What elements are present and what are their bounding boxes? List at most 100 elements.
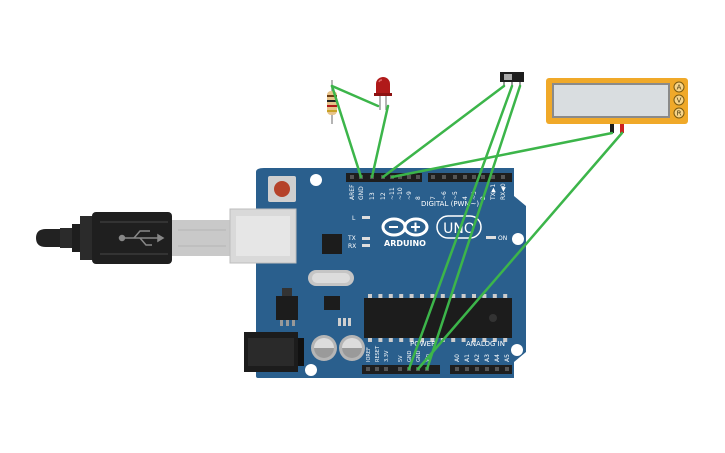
- analog-pin[interactable]: [485, 367, 489, 371]
- multimeter[interactable]: AVR: [546, 78, 688, 133]
- wire[interactable]: [330, 84, 380, 108]
- digital-pin[interactable]: [472, 175, 476, 179]
- wire[interactable]: [381, 84, 506, 179]
- chip-leg: [399, 294, 404, 298]
- probe-black[interactable]: [610, 124, 614, 133]
- led-on: [486, 236, 496, 239]
- multimeter-mode-r-button[interactable]: R: [673, 107, 685, 119]
- wire[interactable]: [390, 131, 614, 179]
- analog-pin-label: A0: [454, 354, 461, 362]
- chip-leg: [472, 338, 476, 342]
- chip-leg: [409, 294, 414, 298]
- mount-hole: [305, 364, 317, 376]
- digital-pin-label: ~6: [441, 191, 448, 200]
- usb-cable[interactable]: [36, 212, 230, 264]
- analog-pin[interactable]: [505, 367, 509, 371]
- led-tx: [362, 237, 370, 240]
- digital-pin-label: RX◀0: [500, 183, 507, 200]
- analog-pin-label: A1: [464, 354, 471, 362]
- led-rx-label: RX: [348, 243, 356, 250]
- chip-leg: [482, 294, 487, 298]
- digital-header-right: [428, 173, 512, 182]
- digital-pin[interactable]: [407, 175, 411, 179]
- uno-badge: [436, 215, 482, 239]
- usb-icon: [118, 230, 165, 246]
- digital-pin[interactable]: [350, 175, 354, 179]
- wire[interactable]: [370, 104, 390, 179]
- wire[interactable]: [330, 84, 363, 179]
- digital-pin[interactable]: [431, 175, 435, 179]
- power-pin[interactable]: [384, 367, 388, 371]
- analog-pin[interactable]: [455, 367, 459, 371]
- chip-leg: [368, 338, 372, 342]
- multimeter-mode-v-button[interactable]: V: [673, 94, 685, 106]
- power-pin[interactable]: [366, 367, 370, 371]
- analog-pin[interactable]: [495, 367, 499, 371]
- power-jack[interactable]: [244, 332, 304, 372]
- reset-button[interactable]: [268, 176, 296, 202]
- arduino-logo: [381, 217, 429, 237]
- usb-chip: [322, 234, 342, 254]
- power-pin-label: RESET: [375, 345, 381, 362]
- analog-pin-label: A5: [504, 354, 511, 362]
- multimeter-mode-label: R: [677, 110, 682, 118]
- digital-pin[interactable]: [481, 175, 485, 179]
- crystal: [308, 270, 354, 286]
- analog-pin[interactable]: [475, 367, 479, 371]
- chip-leg: [451, 338, 456, 342]
- multimeter-mode-label: A: [677, 84, 682, 92]
- chip-leg: [472, 294, 476, 298]
- digital-pin-label: 8: [415, 196, 422, 200]
- chip-leg: [461, 294, 466, 298]
- chip-leg: [492, 294, 497, 298]
- arduino-board[interactable]: L TX RX ON ARDUINO UNO DIGITAL (PWM~) PO…: [229, 168, 526, 378]
- digital-pin[interactable]: [463, 175, 467, 179]
- chip-leg: [430, 294, 435, 298]
- digital-pin-label: ~5: [452, 191, 459, 200]
- analog-pin[interactable]: [465, 367, 469, 371]
- capacitor: [311, 335, 337, 361]
- chip-leg: [378, 338, 383, 342]
- chip-leg: [503, 294, 508, 298]
- wire[interactable]: [407, 84, 514, 371]
- mount-hole: [310, 174, 322, 186]
- digital-pin-label: ~3: [471, 191, 478, 200]
- digital-pin[interactable]: [453, 175, 457, 179]
- digital-pin[interactable]: [398, 175, 402, 179]
- chip-leg: [492, 338, 497, 342]
- power-pin-label: IOREF: [366, 347, 372, 362]
- multimeter-mode-a-button[interactable]: A: [673, 81, 685, 93]
- power-pin[interactable]: [398, 367, 402, 371]
- probe-red[interactable]: [620, 124, 624, 133]
- digital-pin-label: 13: [369, 192, 376, 200]
- wire[interactable]: [425, 84, 522, 371]
- digital-pin[interactable]: [442, 175, 446, 179]
- digital-pin[interactable]: [501, 175, 505, 179]
- red-led[interactable]: [374, 77, 392, 110]
- chip-leg: [430, 338, 435, 342]
- resistor-pack: [338, 318, 351, 326]
- digital-pin-label: ~9: [406, 191, 413, 200]
- chip-leg: [388, 338, 393, 342]
- digital-pin-label: ~11: [389, 187, 396, 200]
- digital-pin-label: GND: [358, 186, 365, 200]
- power-pin-label: GND: [407, 350, 413, 362]
- power-label: POWER: [410, 340, 436, 348]
- power-pin-label: GND: [416, 350, 422, 362]
- analog-pin-label: A4: [494, 354, 501, 362]
- chip-leg: [378, 294, 383, 298]
- arduino-logo-text: ARDUINO: [384, 239, 426, 248]
- slide-switch[interactable]: [500, 72, 524, 87]
- digital-pin[interactable]: [416, 175, 420, 179]
- chip-leg: [482, 338, 487, 342]
- digital-pin-label: AREF: [349, 184, 356, 200]
- chip-leg: [368, 294, 372, 298]
- digital-pin[interactable]: [491, 175, 495, 179]
- chip-leg: [461, 338, 466, 342]
- chip-leg: [399, 338, 404, 342]
- analog-header: [450, 365, 512, 374]
- power-pin[interactable]: [375, 367, 379, 371]
- digital-pin-label: TX▶1: [490, 184, 497, 201]
- wire[interactable]: [416, 131, 624, 371]
